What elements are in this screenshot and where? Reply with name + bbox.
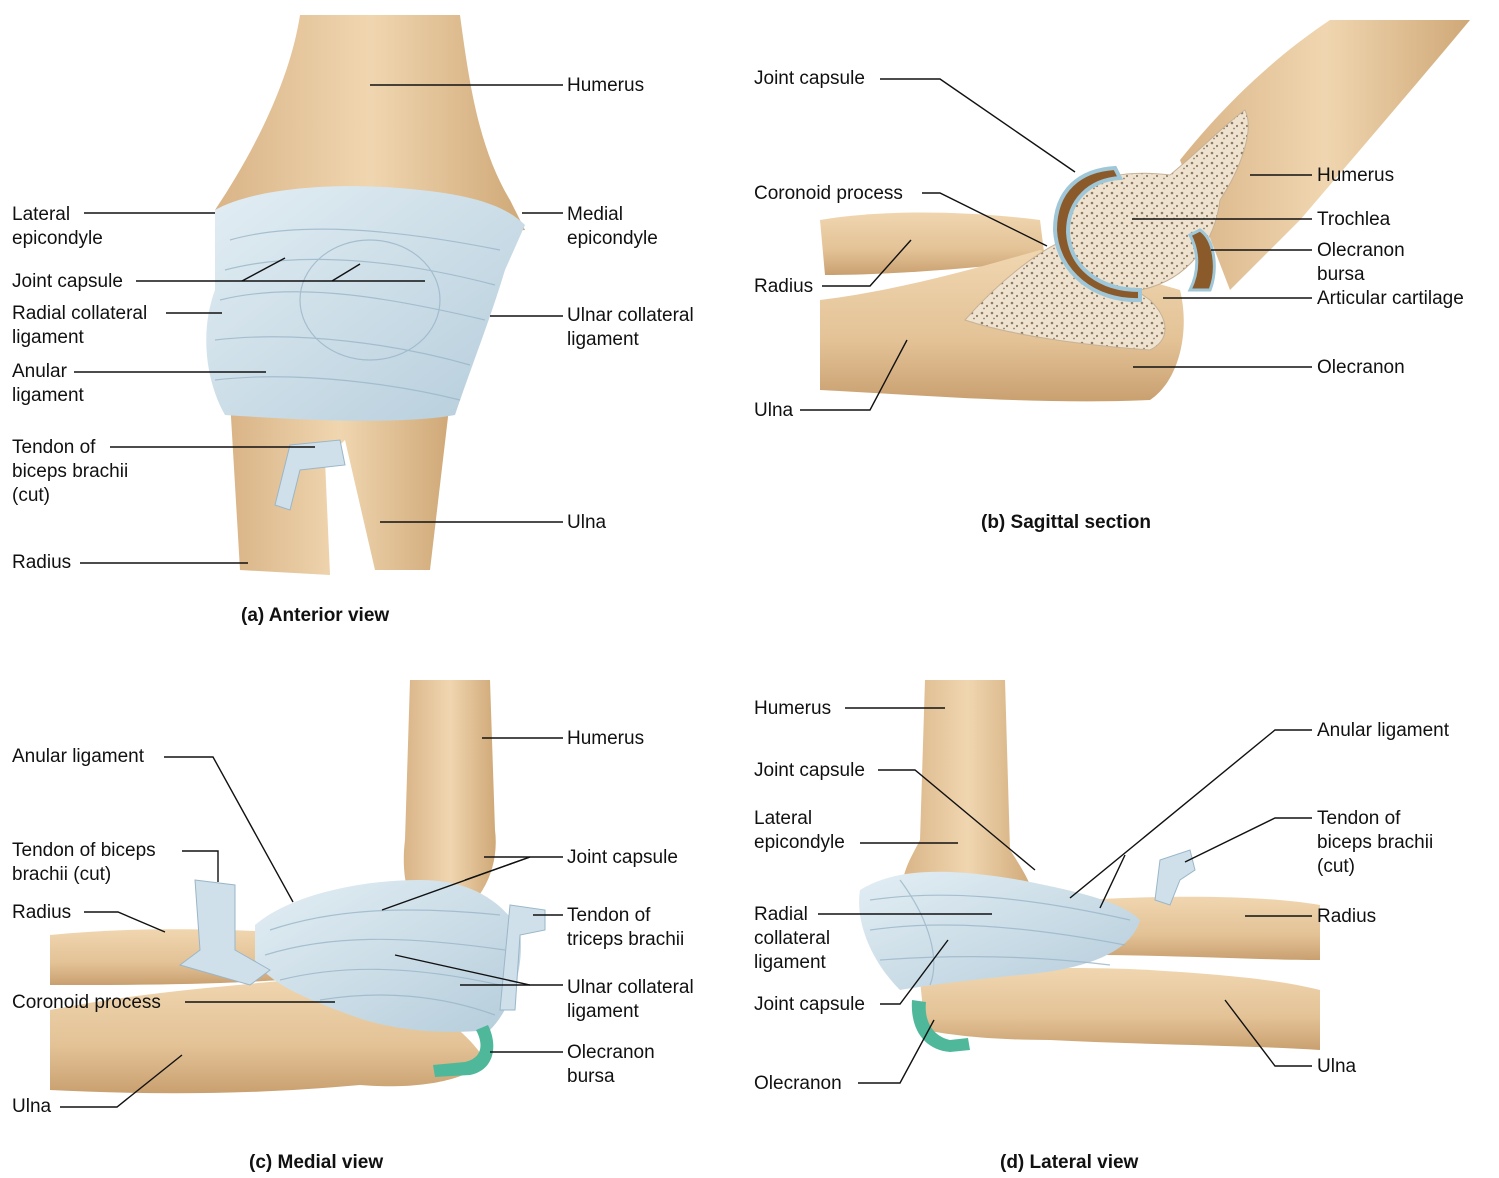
- label-a-humerus: Humerus: [567, 74, 644, 98]
- label-d-anular: Anular ligament: [1317, 719, 1449, 743]
- label-a-joint-capsule: Joint capsule: [12, 270, 123, 294]
- capsule-a: [206, 186, 525, 421]
- label-a-lateral-epicondyle: Lateral epicondyle: [12, 203, 103, 251]
- label-d-radial-collateral: Radial collateral ligament: [754, 903, 830, 975]
- label-d-tendon-biceps: Tendon of biceps brachii (cut): [1317, 807, 1433, 879]
- label-c-coronoid: Coronoid process: [12, 991, 161, 1015]
- label-a-anular: Anular ligament: [12, 360, 84, 408]
- label-b-trochlea: Trochlea: [1317, 208, 1390, 232]
- label-b-coronoid: Coronoid process: [754, 182, 903, 206]
- label-c-tendon-triceps: Tendon of triceps brachii: [567, 904, 684, 952]
- forearm-bones-a: [230, 400, 450, 575]
- label-c-tendon-biceps: Tendon of biceps brachii (cut): [12, 839, 156, 887]
- label-a-radius: Radius: [12, 551, 71, 575]
- label-b-radius: Radius: [754, 275, 813, 299]
- label-d-radius: Radius: [1317, 905, 1376, 929]
- label-d-olecranon: Olecranon: [754, 1072, 842, 1096]
- caption-d: (d) Lateral view: [1000, 1152, 1138, 1174]
- label-b-ulna: Ulna: [754, 399, 793, 423]
- label-a-radial-collateral: Radial collateral ligament: [12, 302, 147, 350]
- label-c-anular: Anular ligament: [12, 745, 144, 769]
- caption-b: (b) Sagittal section: [981, 512, 1151, 534]
- label-c-humerus: Humerus: [567, 727, 644, 751]
- label-d-humerus: Humerus: [754, 697, 831, 721]
- label-b-joint-capsule: Joint capsule: [754, 67, 865, 91]
- label-c-joint-capsule: Joint capsule: [567, 846, 678, 870]
- ulna-bone-d: [920, 968, 1320, 1050]
- label-d-joint-capsule-top: Joint capsule: [754, 759, 865, 783]
- label-a-ulna: Ulna: [567, 511, 606, 535]
- label-c-olecranon-bursa: Olecranon bursa: [567, 1041, 655, 1089]
- panel-a-drawing: [206, 15, 525, 575]
- label-c-radius: Radius: [12, 901, 71, 925]
- label-b-olecranon: Olecranon: [1317, 356, 1405, 380]
- caption-c: (c) Medial view: [249, 1152, 383, 1174]
- label-c-ulnar-collateral: Ulnar collateral ligament: [567, 976, 694, 1024]
- label-d-lateral-epicondyle: Lateral epicondyle: [754, 807, 845, 855]
- caption-a: (a) Anterior view: [241, 605, 389, 627]
- label-d-joint-capsule-bottom: Joint capsule: [754, 993, 865, 1017]
- label-c-ulna: Ulna: [12, 1095, 51, 1119]
- label-a-ulnar-collateral: Ulnar collateral ligament: [567, 304, 694, 352]
- label-b-articular-cartilage: Articular cartilage: [1317, 287, 1464, 311]
- label-d-ulna: Ulna: [1317, 1055, 1356, 1079]
- label-a-medial-epicondyle: Medial epicondyle: [567, 203, 658, 251]
- label-a-tendon-biceps: Tendon of biceps brachii (cut): [12, 436, 128, 508]
- label-b-humerus: Humerus: [1317, 164, 1394, 188]
- label-b-olecranon-bursa: Olecranon bursa: [1317, 239, 1405, 287]
- panel-d-drawing: [859, 680, 1320, 1052]
